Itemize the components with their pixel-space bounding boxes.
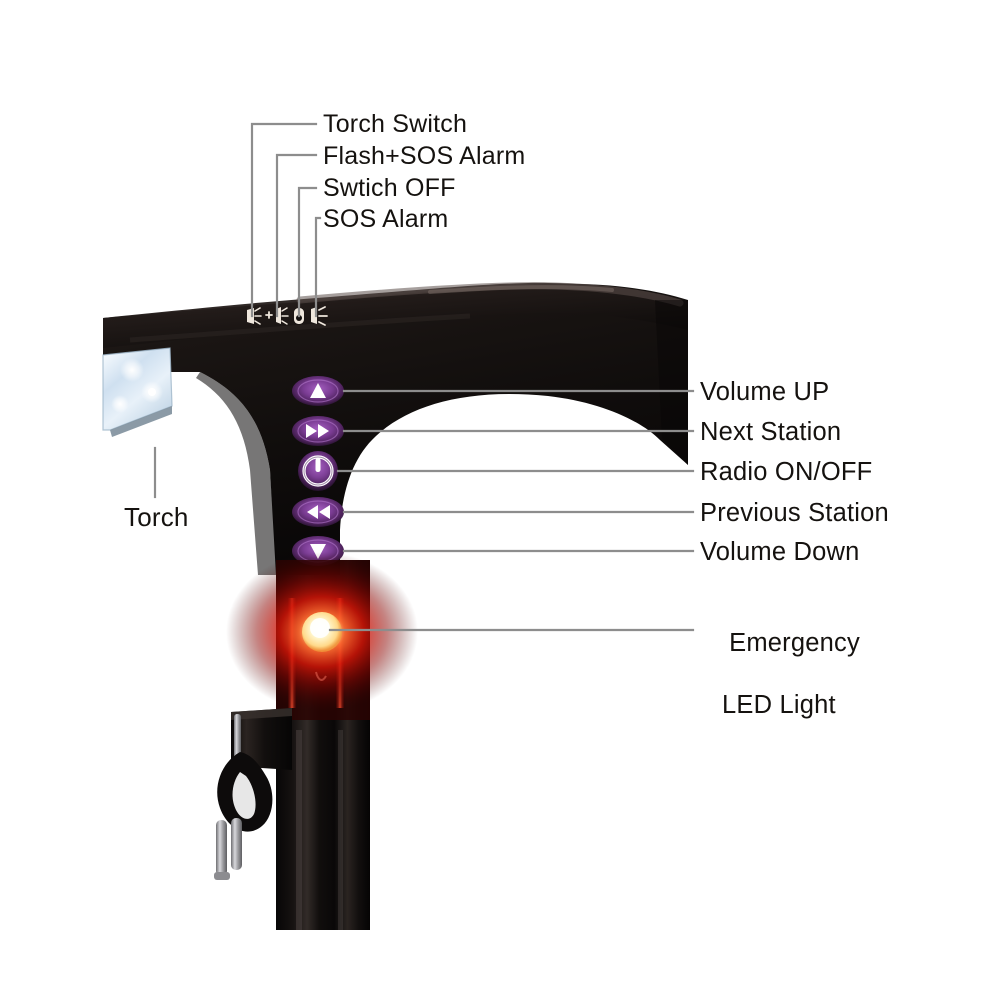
flash-plus-sos-icon bbox=[265, 307, 289, 325]
label-sos-alarm: SOS Alarm bbox=[323, 205, 449, 233]
label-emergency-line2: LED Light bbox=[722, 691, 836, 720]
volume-up-button bbox=[292, 376, 344, 406]
handle-crown-bar bbox=[103, 282, 688, 348]
key-tip-right bbox=[231, 818, 242, 870]
led-reflection bbox=[315, 671, 327, 681]
label-previous-station: Previous Station bbox=[700, 499, 889, 527]
label-switch-off: Swtich OFF bbox=[323, 174, 456, 202]
leader-switch-off bbox=[297, 186, 318, 318]
leader-flash-sos bbox=[275, 153, 318, 318]
leader-sos-alarm bbox=[314, 216, 322, 318]
label-emergency-led-light: Emergency LED Light bbox=[700, 597, 860, 784]
collar-top-edge bbox=[231, 708, 292, 720]
collar-screw bbox=[234, 714, 241, 762]
label-emergency-line1: Emergency bbox=[729, 629, 860, 658]
cane-handle-body bbox=[103, 282, 688, 575]
torch-led-center bbox=[148, 388, 156, 396]
key-tip-left bbox=[216, 820, 227, 876]
previous-station-button bbox=[292, 497, 344, 527]
label-next-station: Next Station bbox=[700, 418, 842, 446]
label-radio-power: Radio ON/OFF bbox=[700, 458, 873, 486]
leader-torch-switch bbox=[250, 122, 318, 318]
torch-led-panel bbox=[102, 347, 173, 437]
handle-face-sheen bbox=[129, 313, 471, 343]
led-hotspot bbox=[310, 618, 330, 638]
label-volume-down: Volume Down bbox=[700, 538, 860, 566]
label-torch-switch: Torch Switch bbox=[323, 110, 468, 138]
next-station-button bbox=[292, 416, 344, 446]
emergency-red-led bbox=[226, 552, 418, 720]
cane-collar-assembly bbox=[214, 708, 292, 880]
handle-silhouette bbox=[103, 283, 688, 575]
torch-led-bulb-1 bbox=[120, 358, 144, 382]
handle-neck-shadow bbox=[196, 372, 276, 575]
torch-panel-rim bbox=[110, 406, 172, 437]
leader-lines bbox=[153, 122, 695, 632]
radio-power-button bbox=[298, 451, 338, 491]
label-torch: Torch bbox=[124, 502, 189, 532]
label-volume-up: Volume UP bbox=[700, 378, 830, 406]
handle-tip-shadow bbox=[655, 300, 688, 465]
torch-led-bulb-3 bbox=[111, 395, 129, 413]
label-flash-sos-alarm: Flash+SOS Alarm bbox=[323, 142, 526, 170]
strap-loop-opening bbox=[232, 772, 256, 819]
key-tip-end bbox=[214, 872, 230, 880]
handle-top-gloss bbox=[428, 285, 614, 294]
